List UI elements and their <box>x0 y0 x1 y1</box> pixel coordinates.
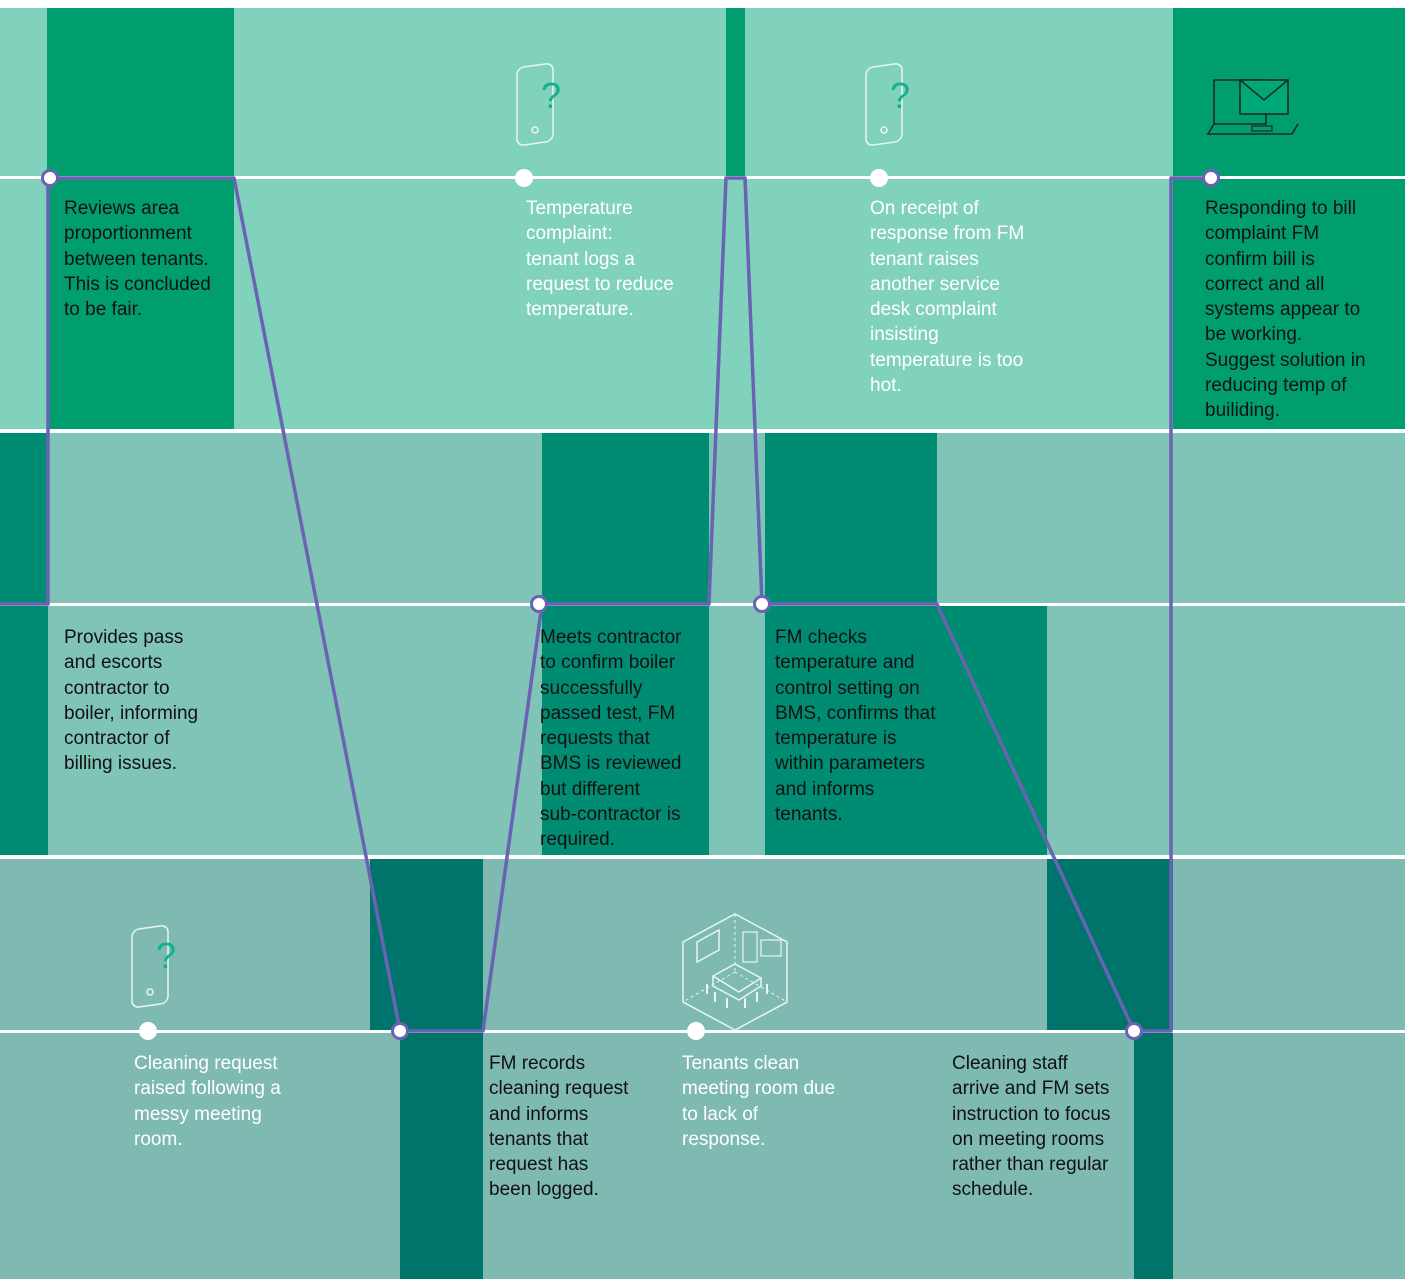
timeline-line <box>0 176 1405 179</box>
step-node <box>391 1022 409 1040</box>
lane-1-highlight <box>1173 8 1405 430</box>
step-text-cleaning-staff: Cleaning staff arrive and FM sets instru… <box>952 1053 1111 1201</box>
step-text-fm-records: FM records cleaning request and informs … <box>489 1053 629 1201</box>
step-text-meets-contractor: Meets contractor to confirm boiler succe… <box>540 627 682 851</box>
step-node <box>41 169 59 187</box>
step-node <box>870 169 888 187</box>
step-text-temperature-complaint: Temperature complaint: tenant logs a req… <box>526 198 674 321</box>
step-node <box>753 595 771 613</box>
lane-3-highlight <box>1134 1031 1173 1279</box>
lane-2-highlight <box>542 433 709 855</box>
step-text-provides-pass: Provides pass and escorts contractor to … <box>64 627 199 775</box>
step-text-service-desk-complaint: On receipt of response from FM tenant ra… <box>870 198 1025 397</box>
lane-2-highlight <box>0 433 48 855</box>
lane-1-highlight <box>47 8 234 430</box>
step-node <box>139 1022 157 1040</box>
step-node <box>1125 1022 1143 1040</box>
lane-3-highlight <box>400 1031 483 1279</box>
lane-3-highlight <box>370 859 483 1031</box>
step-node <box>515 169 533 187</box>
lane-divider <box>0 855 1405 859</box>
step-text-cleaning-request: Cleaning request raised following a mess… <box>134 1053 281 1150</box>
lane-divider <box>0 429 1405 433</box>
step-text-fm-checks-bms: FM checks temperature and control settin… <box>775 627 936 826</box>
step-node <box>1202 169 1220 187</box>
step-text-tenants-clean: Tenants clean meeting room due to lack o… <box>682 1053 836 1150</box>
journey-path-line <box>0 176 1211 1033</box>
step-node <box>530 595 548 613</box>
step-text-bill-response: Responding to bill complaint FM confirm … <box>1205 198 1366 422</box>
step-text-reviews-area: Reviews area proportionment between tena… <box>64 198 211 321</box>
step-node <box>687 1022 705 1040</box>
lane-2-highlight <box>765 433 937 855</box>
lane-1-highlight <box>726 8 745 178</box>
